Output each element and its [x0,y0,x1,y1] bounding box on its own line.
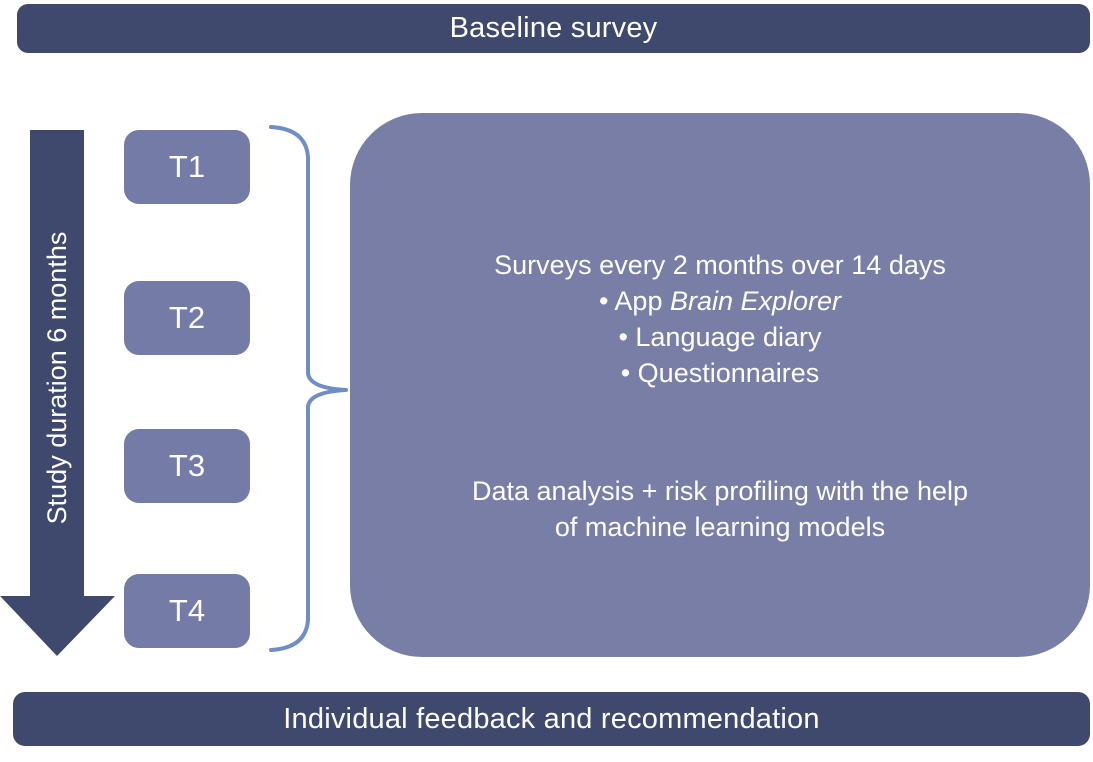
surveys-block: Surveys every 2 months over 14 days • Ap… [350,247,1090,391]
study-duration-label: Study duration 6 months [42,231,72,525]
arrow-shaft [30,130,84,597]
data-analysis-line-2: of machine learning models [554,512,886,542]
study-details-box: Surveys every 2 months over 14 days • Ap… [350,113,1090,657]
surveys-frequency-line: Surveys every 2 months over 14 days [494,250,946,280]
analysis-block: Data analysis + risk profiling with the … [350,473,1090,545]
timepoint-label-t4: T4 [168,593,206,628]
arrow-down-icon [0,596,115,656]
timepoint-box-t2: T2 [124,281,250,355]
timepoint-label-t2: T2 [168,300,206,335]
bullet-app-prefix: • App [598,286,670,316]
bullet-app-line: • App Brain Explorer [350,283,1090,319]
bullet-questionnaires: • Questionnaires [620,358,820,388]
feedback-label: Individual feedback and recommendation [283,703,820,735]
bullet-language-diary: • Language diary [618,322,822,352]
timepoint-label-t3: T3 [168,448,206,483]
timepoint-box-t1: T1 [124,130,250,204]
feedback-bar: Individual feedback and recommendation [13,692,1090,746]
app-name-italic: Brain Explorer [669,286,842,316]
timepoint-box-t3: T3 [124,429,250,503]
timepoint-label-t1: T1 [168,149,206,184]
curly-brace-icon [269,125,348,652]
data-analysis-line-1: Data analysis + risk profiling with the … [472,476,968,506]
timepoint-box-t4: T4 [124,574,250,648]
baseline-survey-label: Baseline survey [449,12,658,44]
baseline-survey-bar: Baseline survey [17,4,1090,53]
